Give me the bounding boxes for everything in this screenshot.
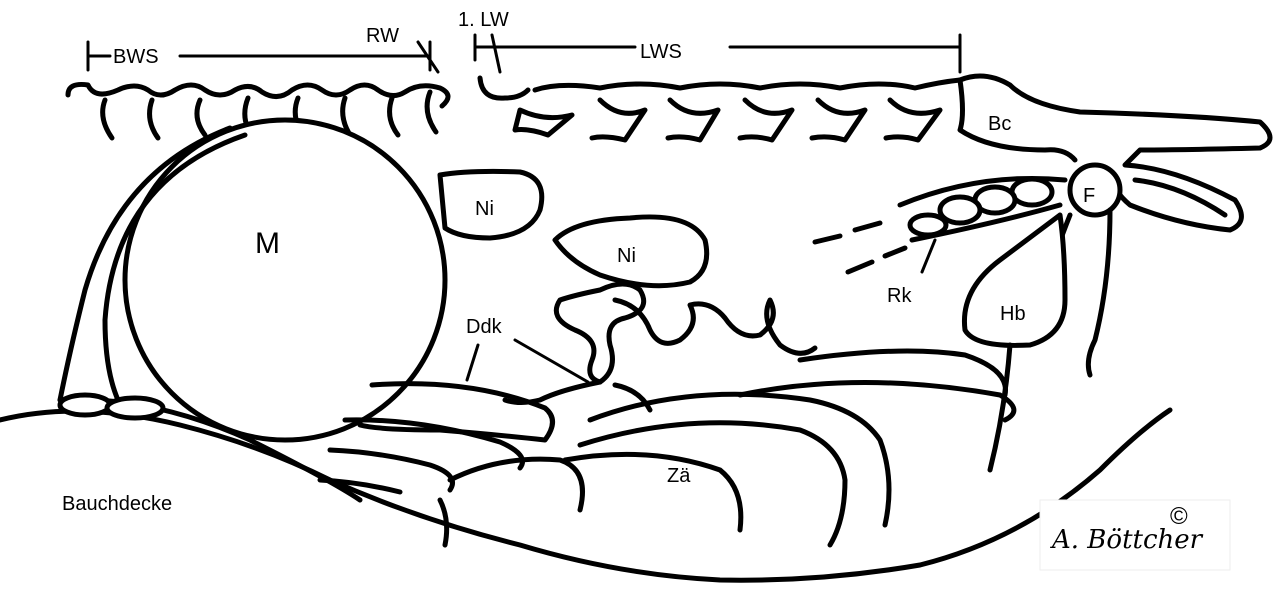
label-zae: Zä — [667, 465, 691, 487]
label-lws: LWS — [640, 41, 682, 63]
label-ni-upper: Ni — [475, 198, 494, 220]
label-ddk: Ddk — [466, 316, 503, 338]
label-m: M — [255, 227, 280, 260]
label-rk: Rk — [887, 285, 912, 307]
label-bauchdecke: Bauchdecke — [62, 493, 172, 515]
label-ni-lower: Ni — [617, 245, 636, 267]
label-f: F — [1083, 185, 1095, 207]
label-hb: Hb — [1000, 303, 1026, 325]
first-lw-pointer — [492, 35, 500, 72]
label-bws: BWS — [113, 46, 159, 68]
lws-bracket — [475, 35, 960, 72]
lumbar-vertebrae — [480, 78, 960, 140]
label-first-lw: 1. LW — [458, 9, 509, 31]
stomach — [125, 120, 445, 440]
copyright-symbol: © — [1170, 503, 1188, 530]
urinary-bladder — [964, 215, 1065, 345]
falciform-fat-2 — [107, 398, 163, 418]
femur-shaft — [1088, 210, 1110, 375]
falciform-fat-1 — [60, 395, 110, 415]
label-bc: Bc — [988, 113, 1011, 135]
abdominal-wall — [0, 410, 1170, 580]
label-rw: RW — [366, 25, 399, 47]
urethra — [990, 345, 1010, 470]
